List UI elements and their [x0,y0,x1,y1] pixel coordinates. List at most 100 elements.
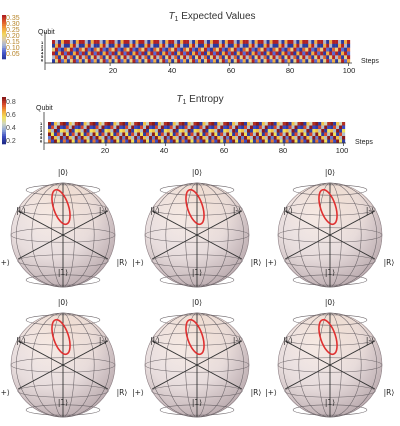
heatmap-cell [110,132,114,137]
heatmap-cell [74,122,78,126]
heatmap-cell [201,43,205,48]
state-trajectory [318,318,338,356]
heatmap-cell [338,55,342,60]
heatmap-cell [90,40,94,44]
heatmap-cell [50,122,55,126]
heatmap-cell [159,59,163,64]
heatmap-cell [131,136,135,140]
colorbar-segment [2,20,6,23]
heatmap-cell [336,129,340,133]
heatmap-cell [102,43,106,48]
axis-line [62,210,108,236]
heatmap-cell [290,47,294,52]
heatmap-cell [246,139,251,144]
heatmap-cell [129,43,133,48]
x-tick-marks [105,143,344,146]
heatmap-cell [181,122,185,126]
heatmap-cell [107,139,111,144]
heatmap-cell [140,122,144,126]
heatmap-cell [189,55,193,60]
heatmap-cell [187,132,191,137]
heatmap-cell [199,122,203,126]
heatmap-cell [238,125,242,130]
colorbar-tick: 0.20 [6,33,20,40]
heatmap-cell [330,129,334,133]
heatmap-cell [318,122,322,126]
heatmap-cell [174,47,178,52]
ket-label-minus: |-⟩ [99,206,107,215]
heatmap-cell [347,55,351,60]
heatmap-cell [284,40,288,44]
heatmap-cell [95,139,99,144]
heatmap-cell [203,43,208,48]
heatmap-cell [131,125,135,130]
heatmap-cell [241,129,245,133]
heatmap-cell [119,122,123,126]
heatmap-cell [99,40,103,44]
heatmap-cell [266,40,270,44]
heatmap-cell [83,125,87,130]
heatmap-cell [143,136,147,140]
heatmap-cell [181,139,185,144]
heatmap-cell [75,43,79,48]
ket-label-one: |1⟩ [58,268,68,277]
bloch-sphere: |0⟩|1⟩|L⟩|-⟩|+⟩|R⟩ [132,168,261,288]
heatmap-cell [288,122,292,126]
heatmap-cell [98,132,102,137]
heatmap-cell [54,59,59,64]
heatmap-cell [314,43,318,48]
heatmap-cell [132,51,136,56]
heatmap-cell [206,51,211,56]
heatmap-cell [287,51,291,56]
heatmap-cell [342,136,346,140]
heatmap-cell [288,132,292,137]
heatmap-cell [183,40,187,44]
heatmap-cell [52,43,56,48]
heatmap-cell [329,59,333,64]
heatmap-cell [232,139,236,144]
heatmap-cell [111,40,115,44]
heatmap-cell [226,129,230,133]
heatmap-cell [169,136,173,140]
heatmap-cell [258,129,262,133]
heatmap-cell [232,132,236,137]
heatmap-cell [80,139,84,144]
heatmap-cell [302,43,306,48]
heatmap-cell [198,59,202,64]
heatmap-cell [294,136,298,140]
heatmap-cell [276,136,280,140]
heatmap-cell [308,40,312,44]
heatmap-cell [335,51,339,56]
heatmap-cell [90,51,94,56]
heatmap-cell [318,136,322,140]
heatmap-cell [332,40,336,44]
heatmap-cell [229,139,233,144]
heatmap-cell [172,125,176,130]
heatmap-cell [308,51,312,56]
heatmap-cell [96,51,100,56]
axis-line [152,234,198,260]
heatmap-cell [89,132,93,137]
heatmap-cell [59,122,63,126]
heatmap-cell [227,55,231,60]
heatmap-cell [184,129,188,133]
heatmap-cell [50,125,55,130]
colorbar-segment [2,110,6,113]
heatmap-cell [123,43,127,48]
heatmap-cell [236,40,240,44]
heatmap-cell [150,40,154,44]
heatmap-cell [189,47,193,52]
heatmap-cell [192,40,196,44]
heatmap-cell [245,47,249,52]
heatmap-cell [209,51,214,56]
heatmap-cell [101,122,105,126]
heatmap-cell [126,59,130,64]
heatmap-cell [101,139,105,144]
heatmap-cell [278,51,282,56]
colorbar-tick: 0.25 [6,27,20,34]
heatmap-cell [320,40,324,44]
heatmap-cell [263,55,267,60]
heatmap-cell [123,47,127,52]
heatmap-cell [276,132,280,137]
heatmap-cell [143,139,147,144]
